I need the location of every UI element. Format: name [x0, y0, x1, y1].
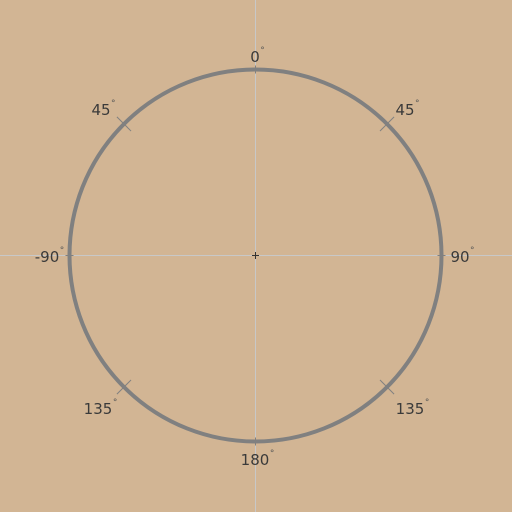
tick-label-top: 0: [250, 48, 260, 66]
tick-label-right: 90: [450, 248, 469, 266]
degree-symbol-left: °: [60, 246, 65, 256]
degree-symbol-bottom-right: °: [425, 398, 430, 408]
degree-symbol-right: °: [470, 246, 475, 256]
tick-label-bottom-left: 135: [84, 400, 113, 418]
tick-label-bottom-right: 135: [396, 400, 425, 418]
tick-mark-bottom-left: [116, 379, 132, 395]
degree-symbol-top-left: °: [111, 99, 116, 109]
tick-group: 0°45°90°135°180°135°-90°45°: [35, 46, 475, 469]
tick-mark-bottom-right: [379, 379, 395, 395]
tick-label-left: -90: [35, 248, 60, 266]
tick-label-top-left: 45: [91, 101, 110, 119]
degree-symbol-bottom: °: [270, 449, 275, 459]
center-crosshair: [252, 252, 259, 259]
degree-symbol-top-right: °: [415, 99, 420, 109]
tick-mark-top-right: [379, 116, 395, 132]
degree-symbol-top: °: [260, 46, 265, 56]
tick-label-top-right: 45: [395, 101, 414, 119]
tick-mark-top-left: [116, 116, 132, 132]
degree-symbol-bottom-left: °: [113, 398, 118, 408]
tick-label-bottom: 180: [241, 451, 270, 469]
